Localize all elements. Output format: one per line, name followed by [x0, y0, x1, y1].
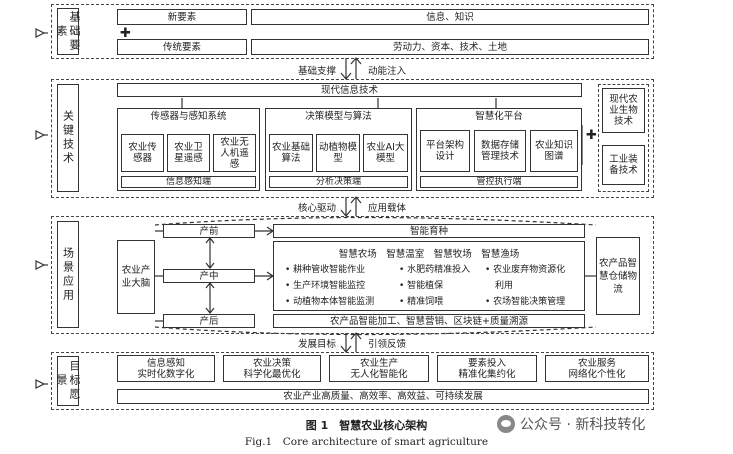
- tech-group-platform-title: 智慧化平台: [475, 111, 523, 122]
- goal-bottom-box: 农业产业高质量、高效率、高效益、可持续发展: [117, 389, 649, 404]
- tech-item-algorithm: 农业基础算法: [269, 134, 313, 172]
- tech-side-group: [598, 84, 649, 192]
- link3-left-label: 发展目标: [297, 339, 336, 350]
- goal-layer: [51, 352, 654, 410]
- bullet-environment: • 生产环境智能监控: [285, 281, 366, 291]
- scenario-label: 场景应用: [57, 221, 79, 328]
- bullet-plant-protection: • 智能植保: [399, 281, 444, 291]
- stage-mid: 产中: [163, 269, 255, 283]
- tech-item-sensor: 农业传感器: [121, 134, 164, 172]
- goal-item-decision: 农业决策科学化最优化: [223, 355, 321, 382]
- tech-group-decision-title: 决策模型与算法: [305, 111, 372, 122]
- smart-domains: 智慧农场 智慧温室 智慧牧场 智慧渔场: [338, 249, 520, 260]
- goal-item-perception: 信息感知实时化数字化: [117, 355, 215, 382]
- traditional-factor-content-box: 劳动力、资本、技术、土地: [251, 39, 649, 55]
- plus-icon: ✚: [120, 26, 131, 41]
- new-factor-box: 新要素: [117, 9, 247, 25]
- modern-it-box: 现代信息技术: [117, 83, 582, 97]
- goal-item-service: 农业服务网络化个性化: [545, 355, 649, 382]
- bullet-feeding: • 精准饲喂: [399, 297, 444, 307]
- post-production-box: 农产品智能加工、智慧营销、区块链+质量溯源: [273, 314, 585, 328]
- stage-pre: 产前: [163, 224, 255, 238]
- foundation-label: 基础要素: [55, 8, 81, 55]
- goal-item-production: 农业生产无人化智能化: [329, 355, 429, 382]
- tech-group-sensing-title: 传感器与感知系统: [150, 111, 227, 122]
- tech-item-satellite: 农业卫星遥感: [167, 134, 210, 172]
- traditional-factor-box: 传统要素: [117, 39, 247, 55]
- tech-item-model: 动植物模型: [316, 134, 360, 172]
- bullet-waste-cont: 利用: [495, 281, 514, 291]
- watermark: 公众号 · 新科技转化: [497, 414, 645, 434]
- link1-right-label: 动能注入: [367, 66, 406, 77]
- stage-post: 产后: [163, 314, 255, 328]
- bullet-monitoring: • 动植物本体智能监测: [285, 297, 375, 307]
- industry-brain-box: 农业产业大脑: [117, 240, 155, 314]
- technology-label: 关键技术: [57, 84, 79, 192]
- caption-cn: 图 1 智慧农业核心架构: [305, 419, 428, 432]
- bullet-decision: • 农场智能决策管理: [485, 297, 566, 307]
- foundation-layer: [51, 4, 654, 59]
- tech-item-drone: 农业无人机遥感: [213, 134, 256, 172]
- tech-item-knowledge-graph: 农业知识图谱: [530, 130, 578, 172]
- bullet-fertilizer: • 水肥药精准投入: [399, 265, 471, 275]
- technology-layer: [51, 79, 654, 198]
- caption-en: Fig.1 Core architecture of smart agricul…: [244, 436, 489, 448]
- tech-side-equipment: 工业装备技术: [602, 145, 645, 185]
- link1-left-label: 基础支撑: [297, 66, 336, 77]
- tech-item-storage: 数据存储管理技术: [474, 130, 526, 172]
- plus-icon: ✚: [586, 128, 597, 143]
- warehouse-logistics-box: 农产品智慧仓储物流: [596, 237, 640, 315]
- goal-item-input: 要素投入精准化集约化: [437, 355, 537, 382]
- bullet-waste: • 农业废弃物资源化: [485, 265, 566, 275]
- wechat-icon: [497, 415, 515, 433]
- goal-label: 目标愿景: [55, 356, 81, 406]
- bullet-farming: • 耕种管收智能作业: [285, 265, 366, 275]
- link3-right-label: 引领反馈: [367, 339, 406, 350]
- tech-item-architecture: 平台架构设计: [420, 130, 470, 172]
- tech-footer-platform: 管控执行端: [420, 176, 578, 188]
- tech-footer-decision: 分析决策端: [269, 176, 408, 188]
- production-scenarios-box: [273, 241, 585, 311]
- link2-right-label: 应用载体: [367, 203, 406, 214]
- tech-footer-sensing: 信息感知端: [121, 176, 256, 188]
- scenario-layer: [51, 216, 654, 334]
- tech-side-biotech: 现代农业生物技术: [602, 88, 645, 133]
- link2-left-label: 核心驱动: [297, 203, 336, 214]
- smart-breeding-box: 智能育种: [273, 224, 585, 238]
- new-factor-content-box: 信息、知识: [251, 9, 649, 25]
- tech-item-ai: 农业AI大模型: [363, 134, 408, 172]
